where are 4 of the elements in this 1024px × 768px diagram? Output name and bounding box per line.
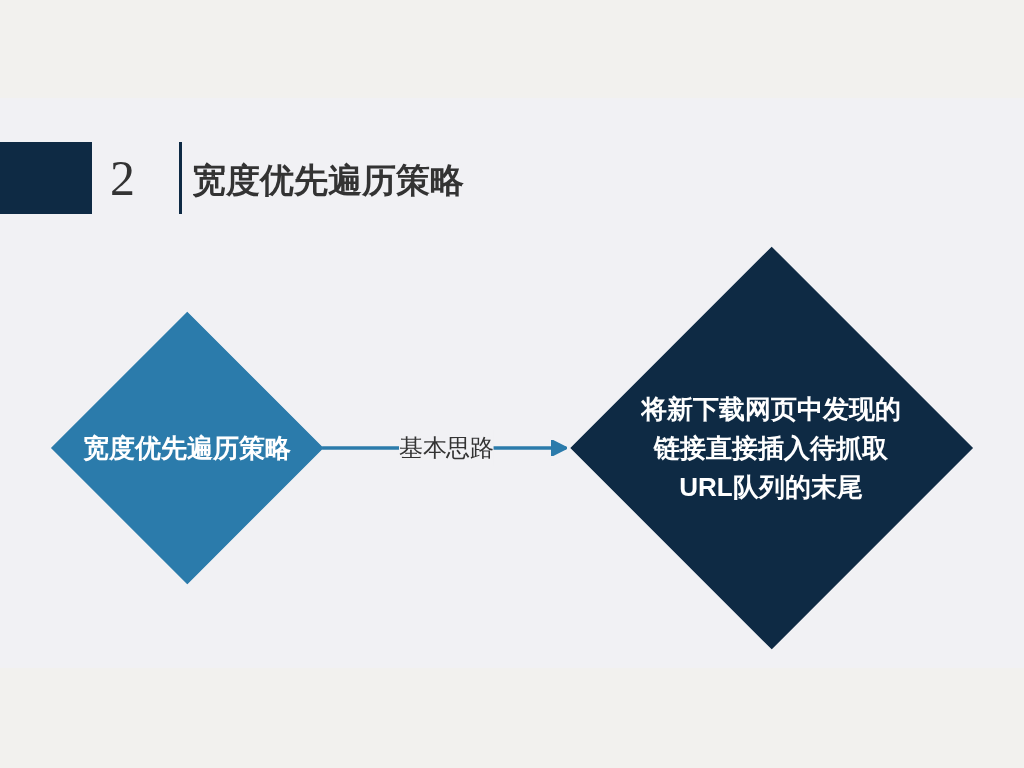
edge-label: 基本思路 xyxy=(399,434,494,462)
section-number: 2 xyxy=(110,149,135,208)
node-diamond: 宽度优先遍历策略 xyxy=(50,311,324,585)
slide-title: 宽度优先遍历策略 xyxy=(192,160,464,201)
